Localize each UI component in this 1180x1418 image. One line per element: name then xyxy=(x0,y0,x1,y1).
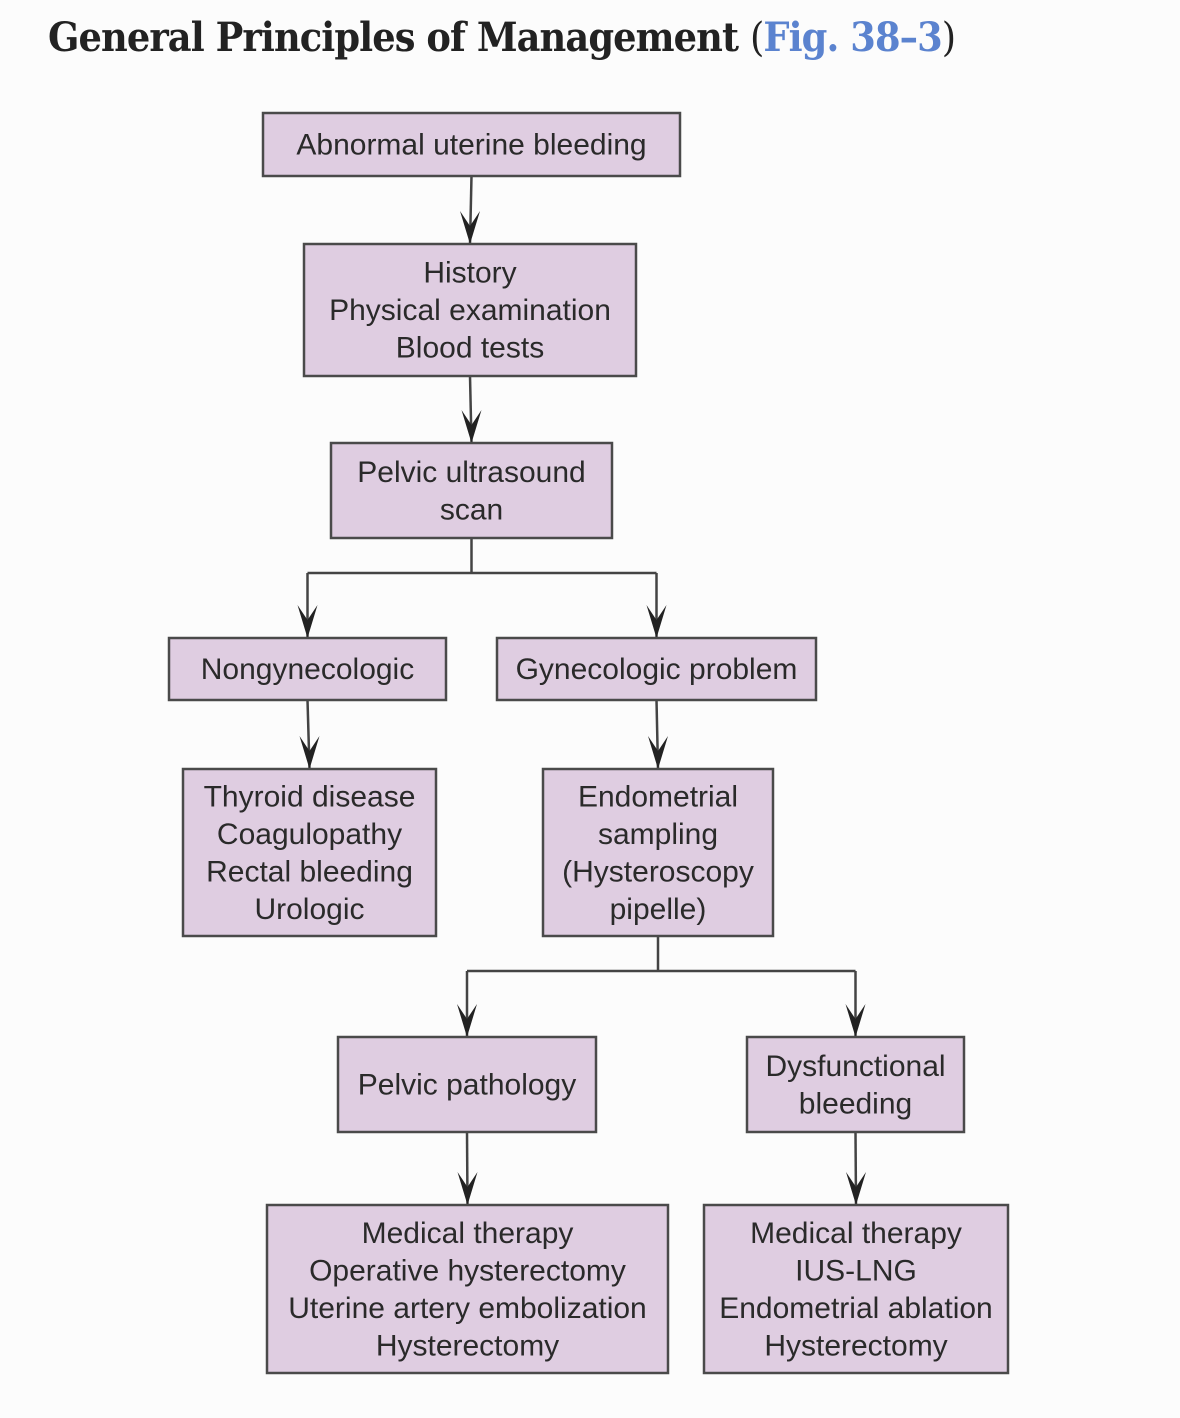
node-label-line: Pelvic pathology xyxy=(358,1069,576,1102)
section-heading: General Principles of Management (Fig. 3… xyxy=(48,14,956,61)
flow-node-endometrial-sampling: Endometrial sampling (Hysteroscopy pipelle) xyxy=(541,767,775,938)
figure-reference-link[interactable]: Fig. 38–3 xyxy=(763,14,942,61)
node-label-line: sampling xyxy=(598,818,718,851)
node-label-line: IUS-LNG xyxy=(795,1254,917,1287)
node-label-line: Physical examination xyxy=(329,294,611,327)
node-box xyxy=(181,767,438,938)
node-label-line: bleeding xyxy=(799,1087,912,1120)
node-label-line: Abnormal uterine bleeding xyxy=(296,129,646,162)
node-box xyxy=(745,1035,966,1134)
flow-node-pelvic-pathology: Pelvic pathology xyxy=(336,1035,598,1134)
node-label-line: Medical therapy xyxy=(750,1217,962,1250)
node-label-line: Nongynecologic xyxy=(201,653,414,686)
arrow-head-history-exam-tests xyxy=(460,211,480,244)
flowchart-nodes: Abnormal uterine bleedingHistoryPhysical… xyxy=(167,111,1010,1375)
node-label-line: Pelvic ultrasound xyxy=(357,456,585,489)
arrow-head-nongyn-causes xyxy=(299,736,320,769)
node-box xyxy=(329,441,614,540)
arrow-head-nongynecologic xyxy=(297,605,318,638)
arrow-head-dysfunctional-treatment xyxy=(846,1172,866,1205)
flow-node-nongynecologic: Nongynecologic xyxy=(167,636,448,702)
arrow-head-pathology-treatment xyxy=(457,1172,478,1205)
arrow-head-pelvic-pathology xyxy=(457,1004,477,1037)
node-label-line: Operative hysterectomy xyxy=(309,1254,626,1287)
flow-node-abnormal-uterine-bleeding: Abnormal uterine bleeding xyxy=(261,111,682,178)
heading-title: General Principles of Management xyxy=(48,14,739,61)
arrow-head-pelvic-ultrasound xyxy=(461,410,482,443)
node-box xyxy=(541,767,775,938)
flow-node-dysfunctional-bleeding: Dysfunctional bleeding xyxy=(745,1035,966,1134)
node-box xyxy=(495,636,818,702)
node-label-line: Dysfunctional xyxy=(765,1050,945,1083)
node-label-line: Hysterectomy xyxy=(764,1329,947,1362)
node-box xyxy=(302,242,638,378)
arrow-head-endometrial-sampling xyxy=(648,736,668,769)
node-label-line: pipelle) xyxy=(610,893,707,926)
node-label-line: Endometrial xyxy=(578,780,738,813)
flow-node-pelvic-ultrasound: Pelvic ultrasound scan xyxy=(329,441,614,540)
flowchart-edges xyxy=(297,175,866,1206)
node-box xyxy=(336,1035,598,1134)
arrow-head-gynecologic-problem xyxy=(646,605,667,638)
node-label-line: Medical therapy xyxy=(362,1217,574,1250)
node-label-line: scan xyxy=(440,493,503,526)
node-label-line: Gynecologic problem xyxy=(516,653,798,686)
node-label-line: Coagulopathy xyxy=(217,818,402,851)
node-label-line: Thyroid disease xyxy=(204,780,416,813)
node-label-line: Hysterectomy xyxy=(376,1329,559,1362)
node-label-line: Blood tests xyxy=(396,332,544,365)
node-label-line: Endometrial ablation xyxy=(719,1292,993,1325)
node-box xyxy=(265,1203,670,1375)
node-label-line: History xyxy=(423,257,516,290)
node-label-line: (Hysteroscopy xyxy=(562,855,754,888)
node-label-line: Uterine artery embolization xyxy=(288,1292,647,1325)
flow-node-gynecologic-problem: Gynecologic problem xyxy=(495,636,818,702)
arrow-head-dysfunctional-bleeding xyxy=(845,1004,866,1037)
node-box xyxy=(702,1203,1010,1375)
node-label-line: Urologic xyxy=(254,893,364,926)
node-box xyxy=(261,111,682,178)
node-label-line: Rectal bleeding xyxy=(206,855,413,888)
heading-close-paren: ) xyxy=(941,15,956,61)
heading-open-paren: ( xyxy=(749,15,764,61)
node-box xyxy=(167,636,448,702)
